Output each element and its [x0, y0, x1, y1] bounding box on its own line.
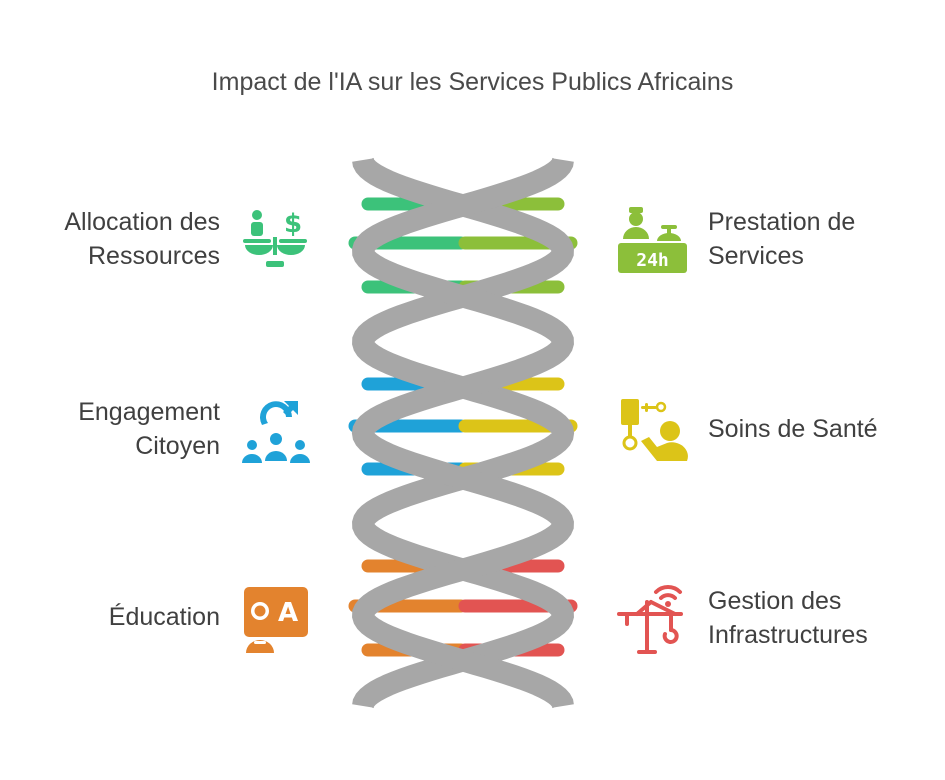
- strand-b: [351, 157, 574, 709]
- label-allocation-ressources: Allocation des Ressources: [64, 208, 220, 270]
- svg-text:$: $: [284, 209, 302, 239]
- label-prestation-services: Prestation de Services: [708, 208, 856, 270]
- label-education: Éducation: [108, 603, 220, 631]
- balance-scale-people-money-icon: $: [243, 209, 307, 267]
- label-soins-sante: Soins de Santé: [708, 415, 878, 443]
- label-engagement-citoyen: Engagement Citoyen: [78, 398, 220, 460]
- strand-a: [352, 157, 575, 709]
- community-engagement-icon: [242, 401, 310, 463]
- education-student-board-icon: A: [242, 587, 308, 653]
- svg-text:A: A: [278, 598, 298, 628]
- svg-text:24h: 24h: [636, 250, 669, 271]
- health-care-person-icon: [621, 399, 688, 461]
- page-title: Impact de l'IA sur les Services Publics …: [211, 68, 734, 96]
- service-desk-24h-icon: 24h: [618, 207, 687, 273]
- construction-crane-icon: [617, 585, 683, 654]
- label-gestion-infrastructures: Gestion des Infrastructures: [708, 587, 868, 649]
